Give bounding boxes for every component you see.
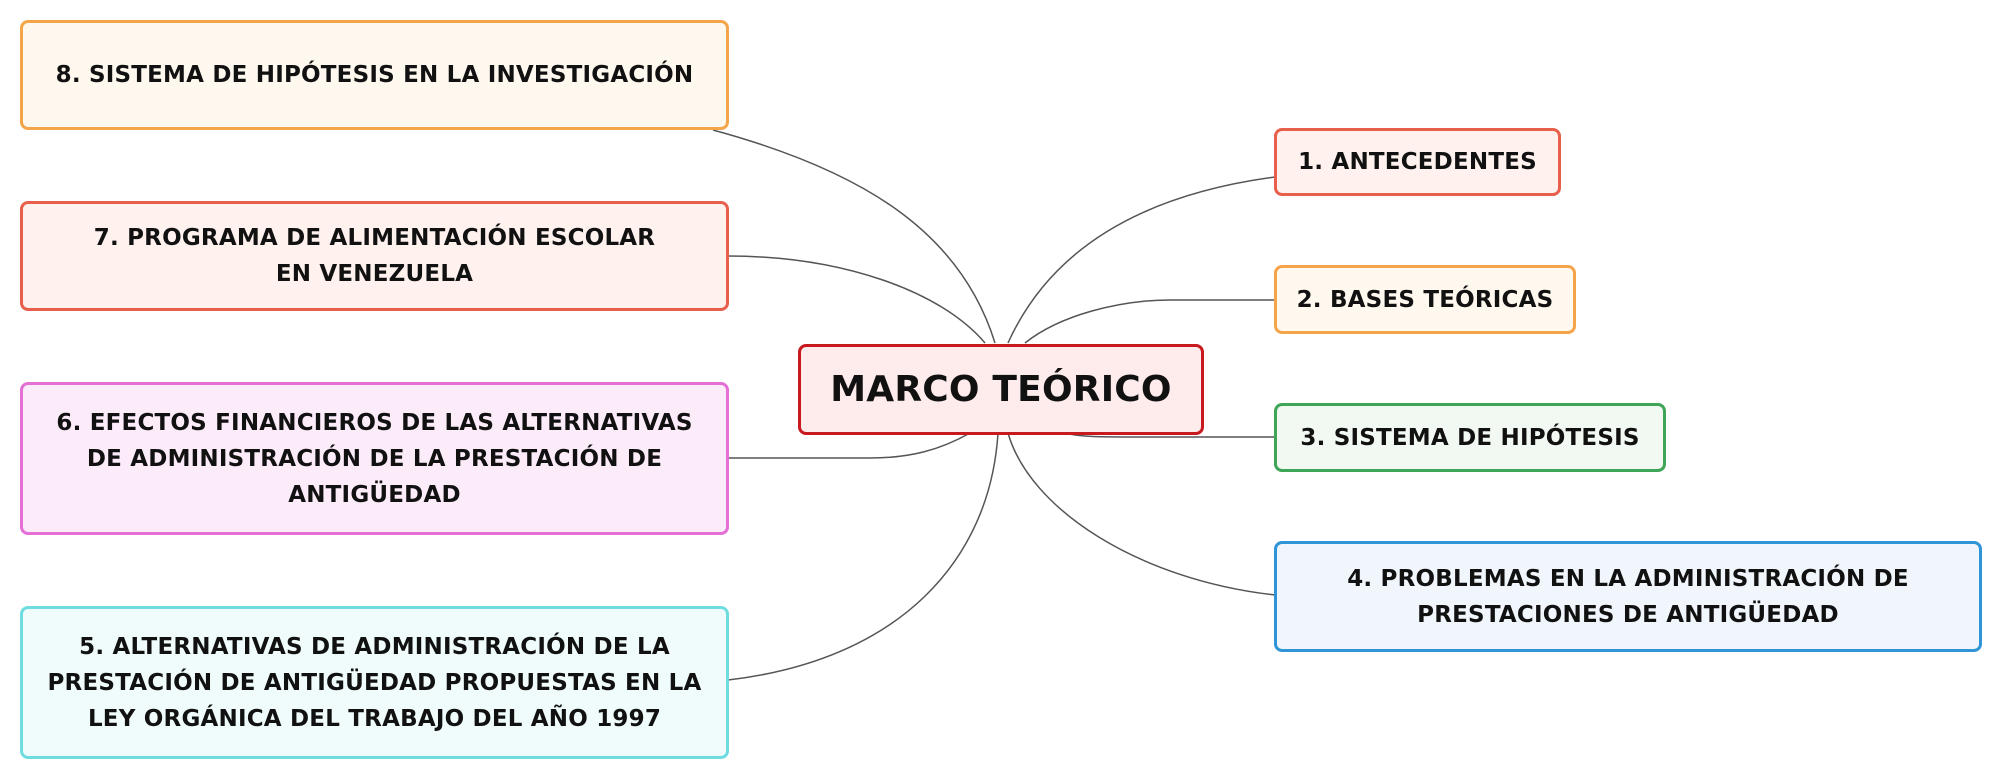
- connector-4: [1007, 432, 1276, 596]
- branch-6-label: 6. EFECTOS FINANCIEROS DE LAS ALTERNATIV…: [56, 409, 693, 508]
- branch-1-label: 1. ANTECEDENTES: [1298, 149, 1537, 175]
- branch-4-label: 4. PROBLEMAS EN LA ADMINISTRACIÓN DE PRE…: [1347, 565, 1909, 628]
- connector-1: [1007, 176, 1276, 344]
- branch-3-label: 3. SISTEMA DE HIPÓTESIS: [1300, 424, 1640, 451]
- branch-6-efectos-financieros[interactable]: 6. EFECTOS FINANCIEROS DE LAS ALTERNATIV…: [20, 382, 729, 535]
- connector-5: [727, 432, 999, 681]
- branch-8-sistema-hipotesis-investigacion[interactable]: 8. SISTEMA DE HIPÓTESIS EN LA INVESTIGAC…: [20, 20, 729, 130]
- connector-7: [727, 255, 986, 344]
- branch-7-label: 7. PROGRAMA DE ALIMENTACIÓN ESCOLAR EN V…: [93, 225, 656, 287]
- branch-5-alternativas-administracion[interactable]: 5. ALTERNATIVAS DE ADMINISTRACIÓN DE LA …: [20, 606, 729, 759]
- branch-2-bases-teoricas[interactable]: 2. BASES TEÓRICAS: [1274, 265, 1576, 334]
- central-topic[interactable]: MARCO TEÓRICO: [798, 344, 1204, 435]
- branch-7-programa-alimentacion[interactable]: 7. PROGRAMA DE ALIMENTACIÓN ESCOLAR EN V…: [20, 201, 729, 311]
- connector-6: [728, 432, 971, 459]
- branch-4-problemas-administracion[interactable]: 4. PROBLEMAS EN LA ADMINISTRACIÓN DE PRE…: [1274, 541, 1982, 652]
- connector-8: [712, 129, 996, 344]
- connector-2: [1024, 299, 1275, 344]
- branch-3-sistema-de-hipotesis[interactable]: 3. SISTEMA DE HIPÓTESIS: [1274, 403, 1666, 472]
- central-topic-label: MARCO TEÓRICO: [830, 368, 1172, 410]
- branch-2-label: 2. BASES TEÓRICAS: [1296, 286, 1554, 313]
- branch-5-label: 5. ALTERNATIVAS DE ADMINISTRACIÓN DE LA …: [47, 633, 702, 732]
- branch-8-label: 8. SISTEMA DE HIPÓTESIS EN LA INVESTIGAC…: [55, 62, 694, 88]
- branch-1-antecedentes[interactable]: 1. ANTECEDENTES: [1274, 128, 1561, 196]
